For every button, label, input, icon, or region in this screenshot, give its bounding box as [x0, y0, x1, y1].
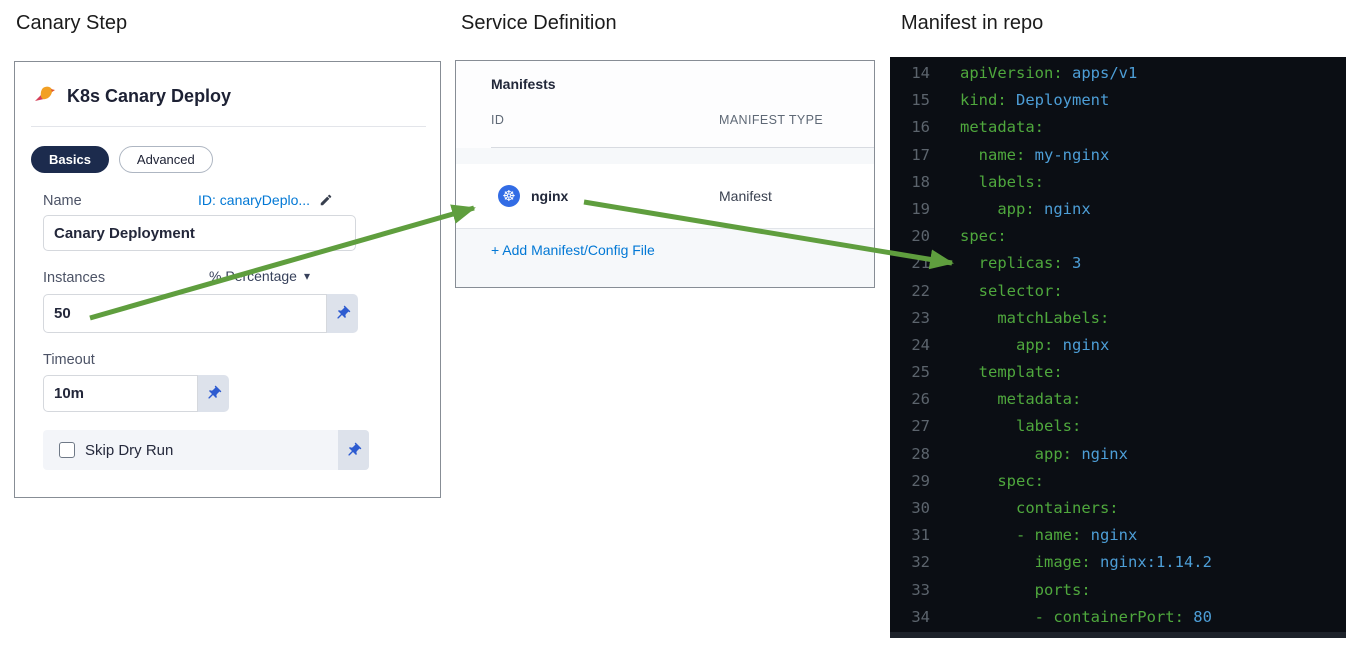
table-header-divider [491, 147, 874, 148]
manifests-heading: Manifests [491, 76, 556, 92]
step-tabs: Basics Advanced [31, 146, 213, 173]
code-line: 23 matchLabels: [911, 308, 1110, 327]
code-line: 21 replicas: 3 [911, 254, 1082, 273]
service-definition-panel: Manifests ID MANIFEST TYPE ☸ nginx Manif… [455, 60, 875, 288]
skip-dry-run-checkbox[interactable] [59, 442, 75, 458]
instances-unit-dropdown[interactable]: % Percentage ▾ [209, 268, 310, 284]
column-header-manifest-type: MANIFEST TYPE [719, 113, 824, 127]
code-line: 26 metadata: [911, 390, 1082, 409]
service-definition-label: Service Definition [461, 12, 617, 34]
instances-pin-button[interactable] [327, 294, 358, 333]
step-id-link[interactable]: ID: canaryDeplo... [198, 192, 311, 208]
code-line: 17 name: my-nginx [911, 145, 1110, 164]
kubernetes-icon: ☸ [498, 185, 520, 207]
code-line: 32 image: nginx:1.14.2 [911, 553, 1212, 572]
horizontal-scrollbar[interactable] [890, 632, 1346, 638]
timeout-input-group [43, 375, 229, 412]
code-line: 24 app: nginx [911, 335, 1110, 354]
skip-dry-run-pin-button[interactable] [338, 430, 369, 470]
step-id-row: ID: canaryDeplo... [198, 192, 333, 208]
name-input[interactable] [43, 215, 356, 251]
code-line: 29 spec: [911, 471, 1044, 490]
header-divider [31, 126, 426, 127]
canary-step-label: Canary Step [16, 12, 128, 34]
code-line: 27 labels: [911, 417, 1082, 436]
add-manifest-link[interactable]: + Add Manifest/Config File [491, 242, 655, 258]
step-header: K8s Canary Deploy [33, 84, 231, 108]
canary-step-panel: K8s Canary Deploy Basics Advanced Name I… [14, 61, 441, 498]
skip-dry-run-label: Skip Dry Run [85, 441, 174, 459]
column-header-id: ID [491, 113, 505, 127]
instances-unit-label: % Percentage [209, 268, 297, 284]
code-line: 22 selector: [911, 281, 1063, 300]
instances-input-group [43, 294, 358, 333]
chevron-down-icon: ▾ [303, 269, 310, 283]
pushpin-icon [208, 385, 222, 399]
canary-bird-icon [35, 86, 55, 101]
timeout-field-label: Timeout [43, 352, 95, 368]
code-line: 19 app: nginx [911, 199, 1091, 218]
code-line: 28 app: nginx [911, 444, 1128, 463]
code-line: 18 labels: [911, 172, 1044, 191]
manifest-table-row[interactable]: ☸ nginx Manifest [456, 164, 874, 229]
edit-pencil-icon[interactable] [319, 193, 333, 207]
code-line: 33 ports: [911, 580, 1091, 599]
manifest-type-cell: Manifest [719, 188, 772, 204]
timeout-input[interactable] [43, 375, 198, 412]
pushpin-icon [348, 442, 362, 455]
manifest-in-repo-label: Manifest in repo [901, 12, 1044, 34]
code-line: 30 containers: [911, 499, 1119, 517]
instances-field-label: Instances [43, 270, 106, 286]
pushpin-icon [337, 305, 351, 319]
code-line: 31 - name: nginx [911, 526, 1138, 545]
instances-input[interactable] [43, 294, 327, 333]
timeout-pin-button[interactable] [198, 375, 229, 412]
tab-basics[interactable]: Basics [31, 146, 109, 173]
step-title: K8s Canary Deploy [67, 85, 232, 106]
manifest-id-cell: nginx [531, 188, 569, 204]
skip-dry-run-row: Skip Dry Run [43, 430, 369, 470]
name-field-label: Name [43, 193, 82, 209]
code-line: 25 template: [911, 363, 1063, 382]
code-line: 34 - containerPort: 80 [911, 607, 1212, 626]
tab-advanced[interactable]: Advanced [118, 146, 213, 173]
